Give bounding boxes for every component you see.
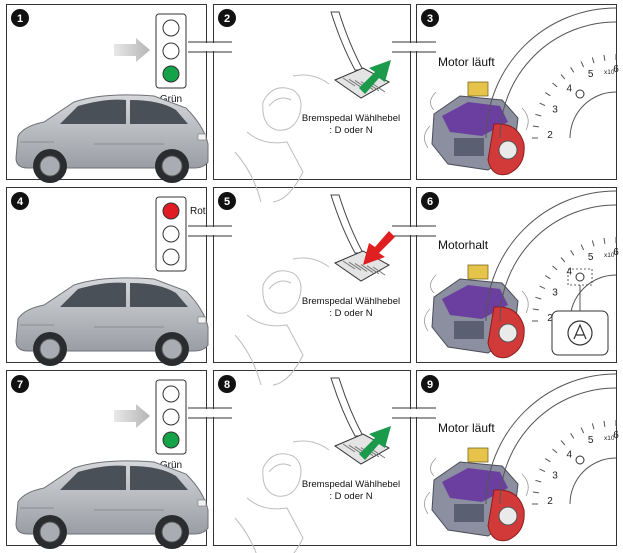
gauge-tick-label: 3	[552, 105, 558, 116]
green-lamp-icon	[162, 65, 180, 83]
pedal-arm	[330, 377, 364, 437]
gauge-tick-label: 4	[567, 83, 573, 94]
car-icon	[15, 460, 209, 550]
step-number-badge	[218, 192, 236, 210]
step-number: 1	[17, 13, 23, 25]
green-lamp-icon	[162, 248, 180, 266]
gauge-tick-label: 2	[547, 496, 553, 507]
step-number-badge	[11, 192, 29, 210]
yellow-lamp-icon	[162, 408, 180, 426]
gauge-tick-label: 6	[613, 430, 619, 441]
auto-hold-callout	[551, 310, 609, 356]
green-lamp-icon	[162, 431, 180, 449]
step-number: 2	[224, 13, 230, 25]
auto-hold-icon	[567, 320, 593, 346]
gauge-tick-label: 6	[613, 247, 619, 258]
gauge-tick-label: 3	[552, 288, 558, 299]
gauge-tick-label: 5	[588, 435, 594, 446]
gauge-tick-label: 5	[588, 69, 594, 80]
step-number: 6	[427, 196, 433, 208]
step-number-badge	[421, 9, 439, 27]
driver-seat-sketch	[234, 74, 330, 203]
caption-line-1: Bremspedal Wählhebel	[302, 296, 400, 307]
step-number: 8	[224, 379, 230, 391]
yellow-lamp-icon	[162, 42, 180, 60]
pedal-arm	[330, 11, 364, 71]
engine-icon	[423, 264, 529, 359]
go-arrow-icon	[114, 38, 150, 62]
caption-line-1: Bremspedal Wählhebel	[302, 479, 400, 490]
gauge-tick-label: 4	[567, 449, 573, 460]
gauge-tick-label: 2	[547, 313, 553, 324]
gauge-unit: x10	[604, 252, 615, 259]
engine-icon	[423, 81, 529, 176]
gauge-tick-label: 6	[613, 64, 619, 75]
caption-line-2: : D oder N	[329, 125, 372, 136]
step-number-badge	[11, 375, 29, 393]
gauge-tick-label: 3	[552, 471, 558, 482]
caption-line-1: Bremspedal Wählhebel	[302, 113, 400, 124]
pedal-arm	[330, 194, 364, 254]
step-number: 9	[427, 379, 433, 391]
step-number-badge	[421, 375, 439, 393]
go-arrow-icon	[114, 404, 150, 428]
indicator-icon	[575, 455, 585, 465]
panel-frames	[6, 4, 617, 546]
gauge-tick-label: 5	[588, 252, 594, 263]
red-lamp-icon	[162, 202, 180, 220]
press-release-arrow-icon	[363, 231, 395, 265]
step-number-badge	[421, 192, 439, 210]
connector-gaps	[205, 43, 419, 417]
car-icon	[15, 277, 209, 367]
step-number: 4	[17, 196, 24, 208]
press-release-arrow-icon	[359, 60, 391, 94]
gauge-tick-label: 4	[567, 266, 573, 277]
light-label: Rot	[190, 206, 206, 217]
gauge-unit: x10	[604, 69, 615, 76]
indicator-icon	[575, 272, 585, 282]
red-lamp-icon	[162, 385, 180, 403]
step-number: 7	[17, 379, 23, 391]
engine-icon	[423, 447, 529, 542]
caption-line-2: : D oder N	[329, 491, 372, 502]
driver-seat-sketch	[234, 257, 330, 386]
step-number: 3	[427, 13, 433, 25]
step-number: 5	[224, 196, 230, 208]
driver-seat-sketch	[234, 440, 330, 553]
light-label: Grün	[160, 460, 182, 471]
gauge-tick-label: 2	[547, 130, 553, 141]
panel-connectors	[188, 41, 436, 419]
engine-status: Motorhalt	[438, 238, 489, 252]
step-number-badge	[11, 9, 29, 27]
step-number-badge	[218, 9, 236, 27]
step-number-badge	[218, 375, 236, 393]
engine-status: Motor läuft	[438, 55, 495, 69]
caption-line-2: : D oder N	[329, 308, 372, 319]
car-icon	[15, 94, 209, 184]
indicator-icon	[575, 89, 585, 99]
light-label: Grün	[160, 94, 182, 105]
red-lamp-icon	[162, 19, 180, 37]
gauge-unit: x10	[604, 435, 615, 442]
yellow-lamp-icon	[162, 225, 180, 243]
engine-status: Motor läuft	[438, 421, 495, 435]
press-release-arrow-icon	[359, 426, 391, 460]
